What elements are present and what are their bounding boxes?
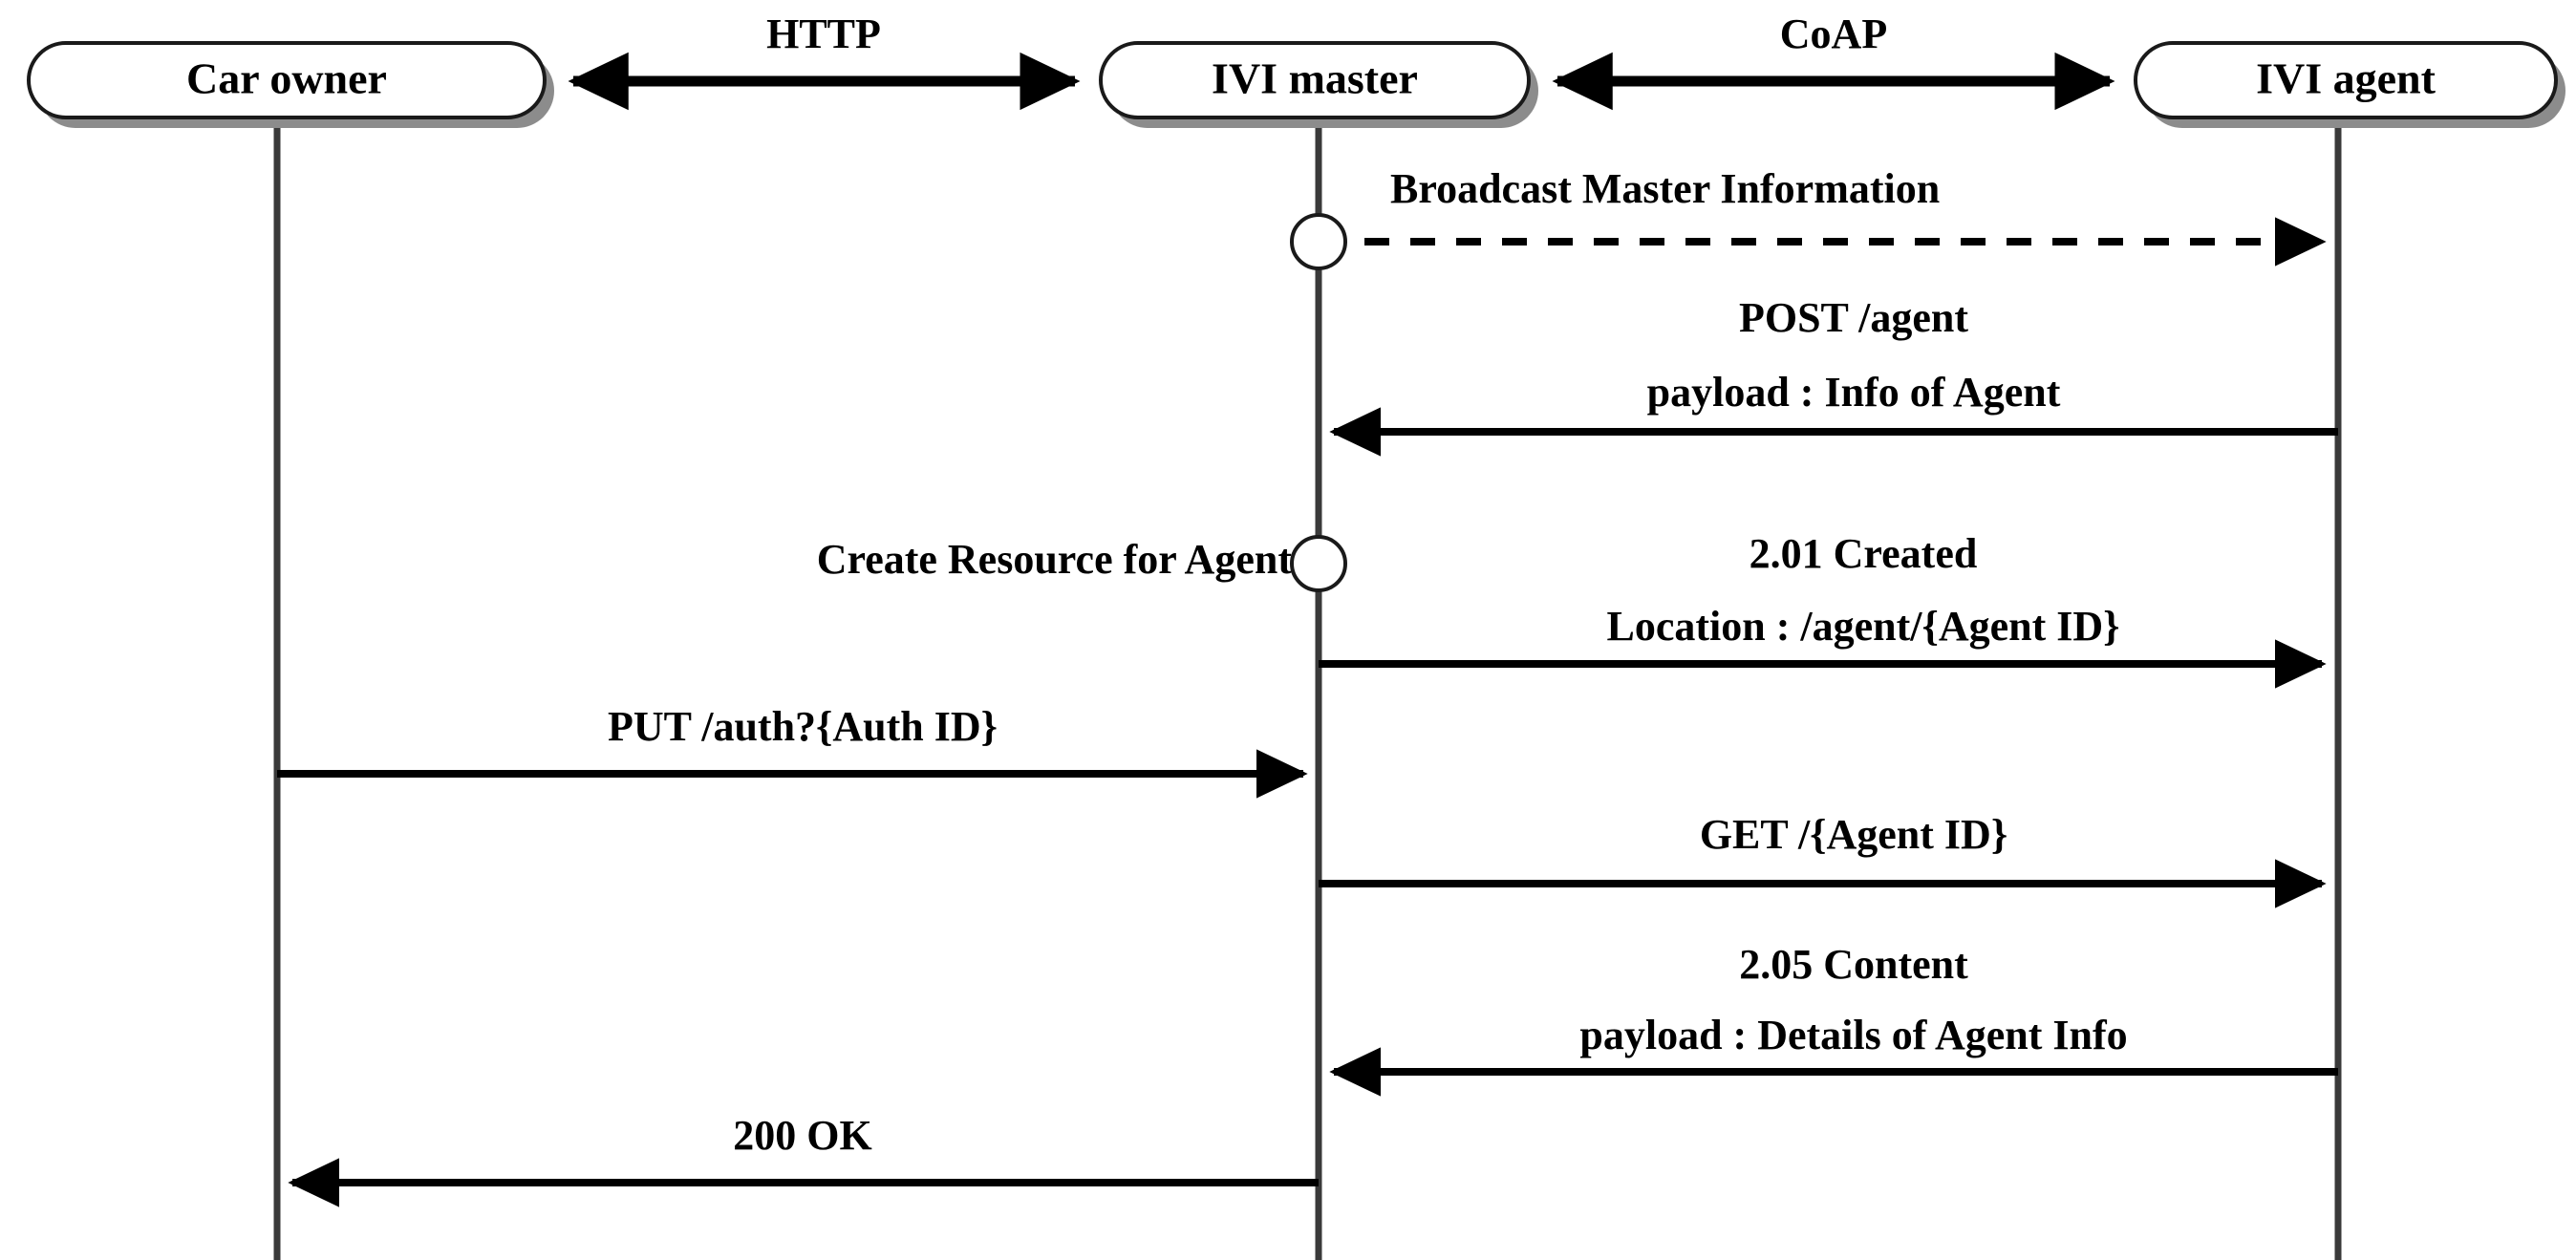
participant-ivi-master[interactable]: IVI master — [1099, 41, 1538, 128]
protocol-label-coap: CoAP — [1780, 11, 1887, 57]
message-label-post-agent-line1: POST /agent — [1739, 294, 1968, 341]
message-label-get-agent-id: GET /{Agent ID} — [1700, 811, 2007, 858]
message-label-http-200-ok: 200 OK — [733, 1112, 871, 1159]
message-label-put-auth: PUT /auth?{Auth ID} — [608, 703, 998, 750]
message-label-broadcast-master-information: Broadcast Master Information — [1390, 165, 1940, 212]
ivi-agent-box — [2134, 41, 2558, 119]
ivi-master-box — [1099, 41, 1531, 119]
message-label-created-2-01-line2: Location : /agent/{Agent ID} — [1607, 603, 2120, 650]
protocol-label-http: HTTP — [766, 11, 881, 57]
message-label-create-resource-for-agent: Create Resource for Agent — [817, 536, 1293, 583]
found-message-circle-broadcast — [1290, 213, 1347, 270]
participant-label-car-owner: Car owner — [186, 54, 387, 103]
car-owner-box — [27, 41, 547, 119]
participant-label-ivi-agent: IVI agent — [2256, 54, 2436, 103]
message-label-post-agent-line2: payload : Info of Agent — [1647, 369, 2061, 416]
message-broadcast-master-information[interactable]: Broadcast Master Information — [1290, 165, 2327, 270]
participant-label-ivi-master: IVI master — [1212, 54, 1418, 103]
message-create-resource-for-agent[interactable]: Create Resource for Agent — [817, 535, 1347, 592]
participant-car-owner[interactable]: Car owner — [27, 41, 554, 128]
lifelines — [273, 119, 2342, 1260]
message-label-content-2-05-line1: 2.05 Content — [1739, 941, 1968, 988]
message-label-content-2-05-line2: payload : Details of Agent Info — [1579, 1012, 2127, 1058]
message-content-2-05[interactable]: 2.05 Content payload : Details of Agent … — [1329, 941, 2338, 1097]
message-post-agent[interactable]: POST /agent payload : Info of Agent — [1329, 294, 2338, 457]
found-message-circle-create-resource — [1290, 535, 1347, 592]
protocol-link-http: HTTP — [568, 11, 1081, 111]
participant-ivi-agent[interactable]: IVI agent — [2134, 41, 2565, 128]
message-put-auth[interactable]: PUT /auth?{Auth ID} — [277, 703, 1308, 799]
message-http-200-ok[interactable]: 200 OK — [288, 1112, 1319, 1207]
message-created-2-01[interactable]: 2.01 Created Location : /agent/{Agent ID… — [1319, 530, 2327, 689]
message-label-created-2-01-line1: 2.01 Created — [1750, 530, 1978, 577]
protocol-link-coap: CoAP — [1552, 11, 2115, 111]
message-get-agent-id[interactable]: GET /{Agent ID} — [1319, 811, 2327, 908]
